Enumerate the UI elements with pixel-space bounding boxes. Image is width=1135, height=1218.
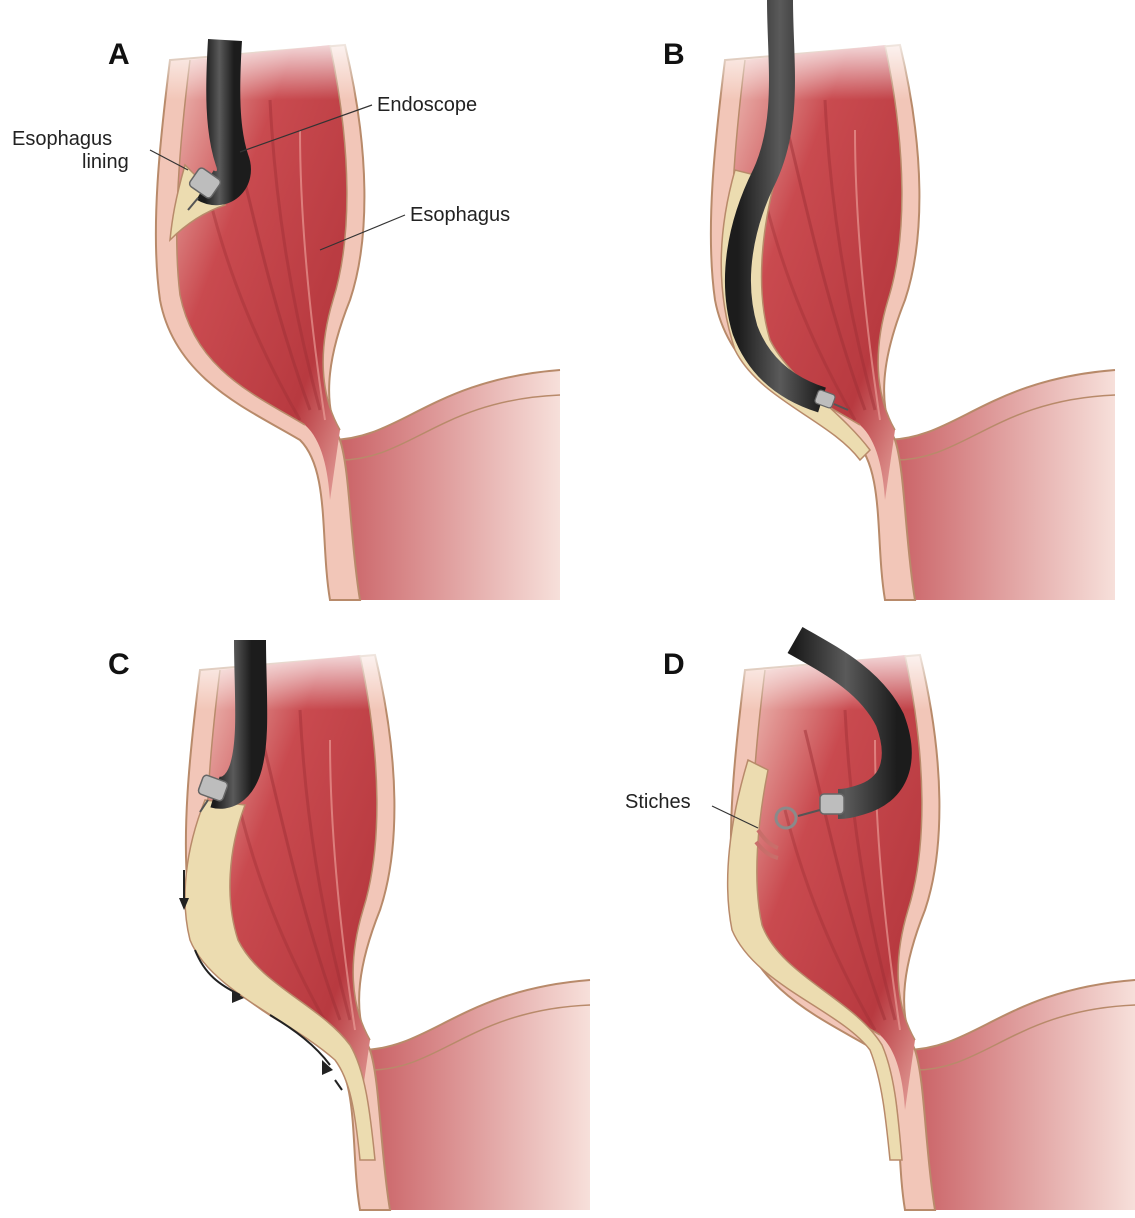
panel-d: D Stiches (625, 640, 1135, 1210)
esophagus-lining-label-line2: lining (82, 151, 129, 173)
esophagus-lining-label-line1: Esophagus (12, 128, 112, 150)
stiches-label: Stiches (625, 791, 691, 813)
panel-letter-b: B (663, 38, 685, 71)
panel-letter-d: D (663, 648, 685, 681)
panel-letter-a: A (108, 38, 130, 71)
panel-b: B (663, 0, 1115, 600)
panel-letter-c: C (108, 648, 130, 681)
endoscope-label: Endoscope (377, 94, 477, 116)
esophagus-label: Esophagus (410, 204, 510, 226)
panel-c: C (108, 640, 590, 1210)
panel-a: A Esophagus lining Endoscope Esophagus (12, 38, 560, 600)
